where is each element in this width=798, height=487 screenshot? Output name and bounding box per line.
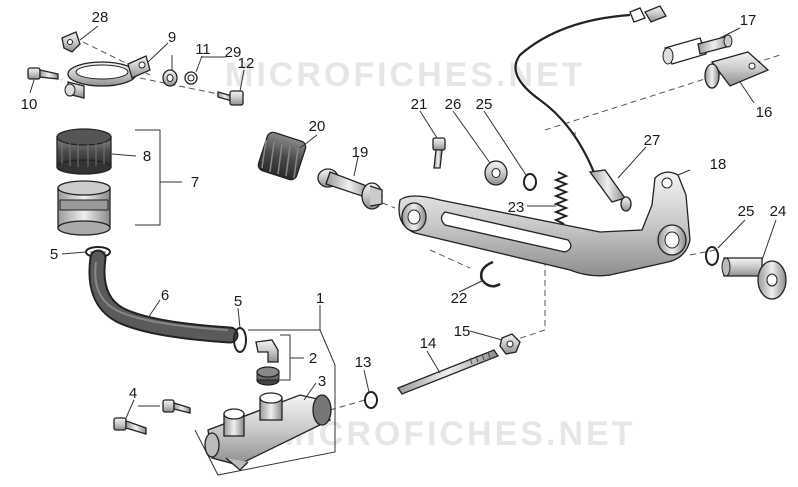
callout-5-upper: 5: [50, 246, 58, 263]
bracket-2: [280, 334, 291, 381]
part-29-washer: [184, 71, 198, 85]
callout-2: 2: [309, 350, 317, 367]
part-26-washer: [484, 160, 508, 186]
part-14-rod: [397, 349, 499, 395]
part-13-clip: [364, 391, 378, 409]
callout-23: 23: [508, 199, 525, 216]
callout-6: 6: [161, 287, 169, 304]
callout-25-right: 25: [738, 203, 755, 220]
part-22-clip: [479, 260, 501, 288]
leader-lines: [29, 25, 777, 401]
part-27-switch: [514, 5, 667, 212]
part-23-spring: [553, 171, 569, 225]
part-18-brake-lever: [398, 171, 691, 277]
part-25-clip-upper: [523, 173, 537, 191]
callout-19: 19: [352, 144, 369, 161]
callout-7: 7: [191, 174, 199, 191]
bracket-1: [194, 329, 336, 476]
callout-3: 3: [318, 373, 326, 390]
watermark-top: MICROFICHES.NET: [225, 56, 585, 94]
callout-1: 1: [316, 290, 324, 307]
part-28-clip: [61, 31, 81, 53]
part-19-pedal-pin: [317, 168, 383, 210]
callout-11: 11: [195, 41, 211, 58]
callout-26: 26: [445, 96, 462, 113]
callout-17: 17: [740, 12, 757, 29]
bracket-7: [135, 129, 161, 226]
part-17-bracket: [662, 34, 733, 65]
callout-27: 27: [644, 132, 661, 149]
part-3-master-cylinder: [204, 392, 332, 471]
callout-10: 10: [21, 96, 38, 113]
part-25-clip-right: [705, 246, 719, 266]
callout-16: 16: [756, 104, 773, 121]
part-4-bolts: [113, 399, 191, 435]
part-8-reservoir-cap: [56, 128, 112, 175]
part-21-screw: [432, 137, 446, 169]
part-16-clevis: [704, 51, 770, 89]
callout-15: 15: [454, 323, 471, 340]
callout-13: 13: [355, 354, 372, 371]
callout-22: 22: [451, 290, 468, 307]
callout-9: 9: [168, 29, 176, 46]
callout-25-upper: 25: [476, 96, 493, 113]
callout-29: 29: [225, 44, 242, 61]
part-20-pedal-rubber: [257, 131, 307, 181]
callout-5-lower: 5: [234, 293, 242, 310]
part-15-nut: [499, 333, 521, 355]
callout-24: 24: [770, 203, 787, 220]
part-11-washer: [162, 69, 178, 87]
leader-4a: [125, 399, 135, 419]
callout-labels: 28 9 11 29 12 10 8 7 5 6 5 1 2 3 4 20 19…: [21, 9, 787, 402]
part-12-bolt: [217, 90, 244, 106]
part-9-bracket: [64, 55, 151, 99]
callout-21: 21: [411, 96, 428, 113]
callout-28: 28: [92, 9, 109, 26]
callout-8: 8: [143, 148, 151, 165]
callout-4: 4: [129, 385, 137, 402]
callout-12: 12: [238, 55, 255, 72]
callout-20: 20: [309, 118, 326, 135]
part-10-screw: [27, 67, 59, 80]
part-7-reservoir: [57, 180, 111, 236]
callout-14: 14: [420, 335, 437, 352]
part-2-fitting: [255, 339, 280, 386]
callout-18: 18: [710, 156, 727, 173]
part-6-hose: [88, 249, 239, 344]
part-24-pivot-bolt: [721, 257, 787, 300]
